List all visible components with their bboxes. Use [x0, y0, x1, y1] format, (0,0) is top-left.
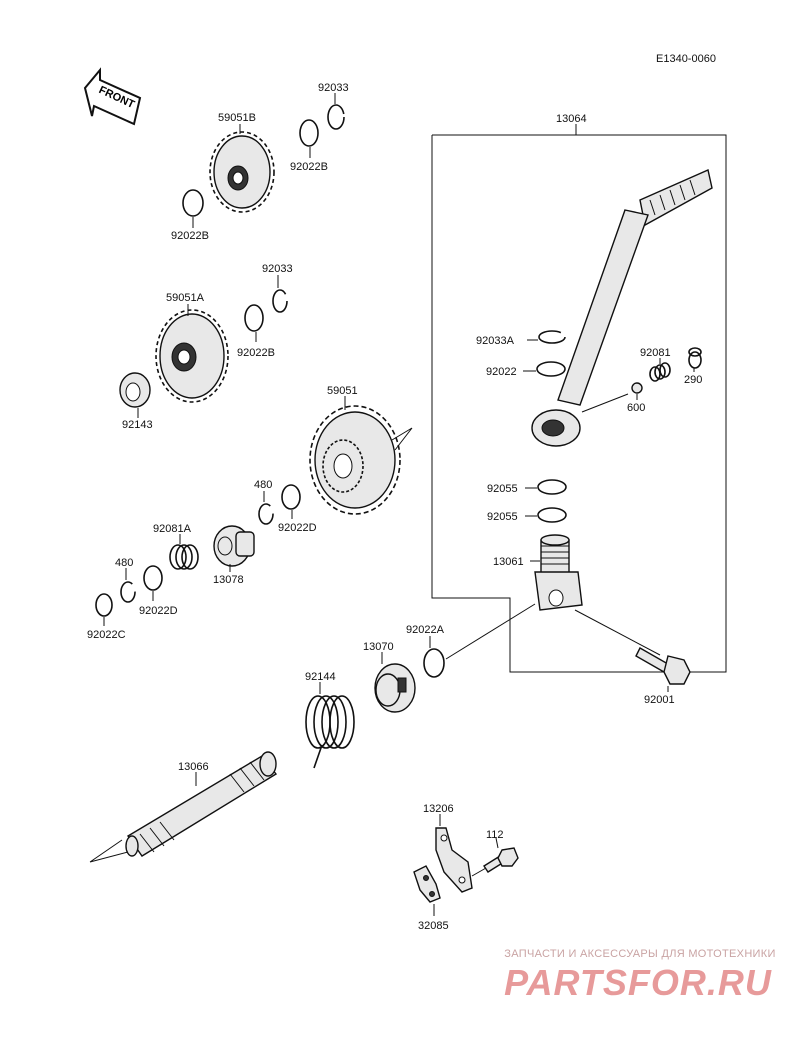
label-92022b-top: 92022B [290, 161, 328, 173]
ratchet-13078 [213, 525, 255, 567]
leader-600-to-pedal [581, 393, 629, 413]
label-92081: 92081 [640, 347, 671, 359]
label-92022d-mid: 92022D [278, 522, 317, 534]
spring-92144 [305, 695, 355, 769]
leader-112-axis [471, 867, 487, 877]
label-92022c: 92022C [87, 629, 126, 641]
label-92143: 92143 [122, 419, 153, 431]
washer-92055-a [537, 479, 567, 495]
washer-92022b-left [182, 189, 204, 217]
label-480-mid: 480 [254, 479, 272, 491]
label-480-left: 480 [115, 557, 133, 569]
label-92033-top: 92033 [318, 82, 349, 94]
label-13070: 13070 [363, 641, 394, 653]
gear-59051 [309, 405, 413, 515]
label-13066: 13066 [178, 761, 209, 773]
label-13064: 13064 [556, 113, 587, 125]
gear-59051b [209, 131, 275, 213]
washer-92022b-top [299, 119, 319, 147]
spring-92081a [169, 544, 199, 570]
watermark-logo: PARTSFOR.RU [504, 962, 772, 1003]
label-32085: 32085 [418, 920, 449, 932]
label-92144: 92144 [305, 671, 336, 683]
label-92033a: 92033A [476, 335, 515, 347]
circlip-480-left [120, 581, 136, 603]
circlip-92033a [538, 330, 566, 344]
label-92022b-mid: 92022B [237, 347, 275, 359]
label-59051b: 59051B [218, 112, 256, 124]
stopper-32085 [413, 865, 441, 903]
label-59051a: 59051A [166, 292, 205, 304]
label-92055-b: 92055 [487, 511, 518, 523]
bolt-112 [483, 847, 519, 873]
label-600: 600 [627, 402, 645, 414]
kick-shaft-13066 [89, 751, 278, 863]
label-92001: 92001 [644, 694, 675, 706]
washer-92022-right [536, 361, 566, 377]
kick-boss-13061 [534, 534, 583, 611]
diagram-code: E1340-0060 [656, 53, 716, 65]
label-92022a: 92022A [406, 624, 445, 636]
label-13206: 13206 [423, 803, 454, 815]
washer-92022b-mid [244, 304, 264, 332]
label-92055-a: 92055 [487, 483, 518, 495]
bearing-92143 [119, 372, 151, 408]
label-92022b-left: 92022B [171, 230, 209, 242]
label-92022-right: 92022 [486, 366, 517, 378]
label-13061: 13061 [493, 556, 524, 568]
pin-290 [688, 347, 702, 369]
label-112: 112 [486, 829, 504, 841]
washer-92022d-mid [281, 484, 301, 510]
leader-shaft-axis [445, 603, 536, 660]
washer-92022d-left [143, 565, 163, 591]
leader-bolt-axis [574, 609, 661, 656]
spring-92081 [649, 362, 671, 382]
ball-600 [631, 382, 643, 394]
label-290: 290 [684, 374, 702, 386]
bolt-92001 [635, 647, 691, 685]
washer-92022a [423, 648, 445, 678]
label-92081a: 92081A [153, 523, 192, 535]
kick-pedal-13064 [531, 169, 713, 447]
circlip-92033-top [327, 104, 345, 130]
guide-13070 [374, 663, 416, 713]
plate-13206 [435, 827, 473, 893]
assembly-group-outline [431, 134, 727, 673]
label-92022d-left: 92022D [139, 605, 178, 617]
washer-92022c [95, 593, 113, 617]
watermark-tagline: ЗАПЧАСТИ И АКСЕССУАРЫ ДЛЯ МОТОТЕХНИКИ [504, 948, 776, 960]
label-92033-mid: 92033 [262, 263, 293, 275]
leader-112 [495, 837, 499, 849]
gear-59051a [155, 309, 229, 403]
front-arrow-icon: FRONT [83, 67, 142, 126]
label-13078: 13078 [213, 574, 244, 586]
washer-92055-b [537, 507, 567, 523]
circlip-92033-mid [272, 289, 288, 313]
circlip-480-mid [258, 503, 274, 525]
label-59051: 59051 [327, 385, 358, 397]
